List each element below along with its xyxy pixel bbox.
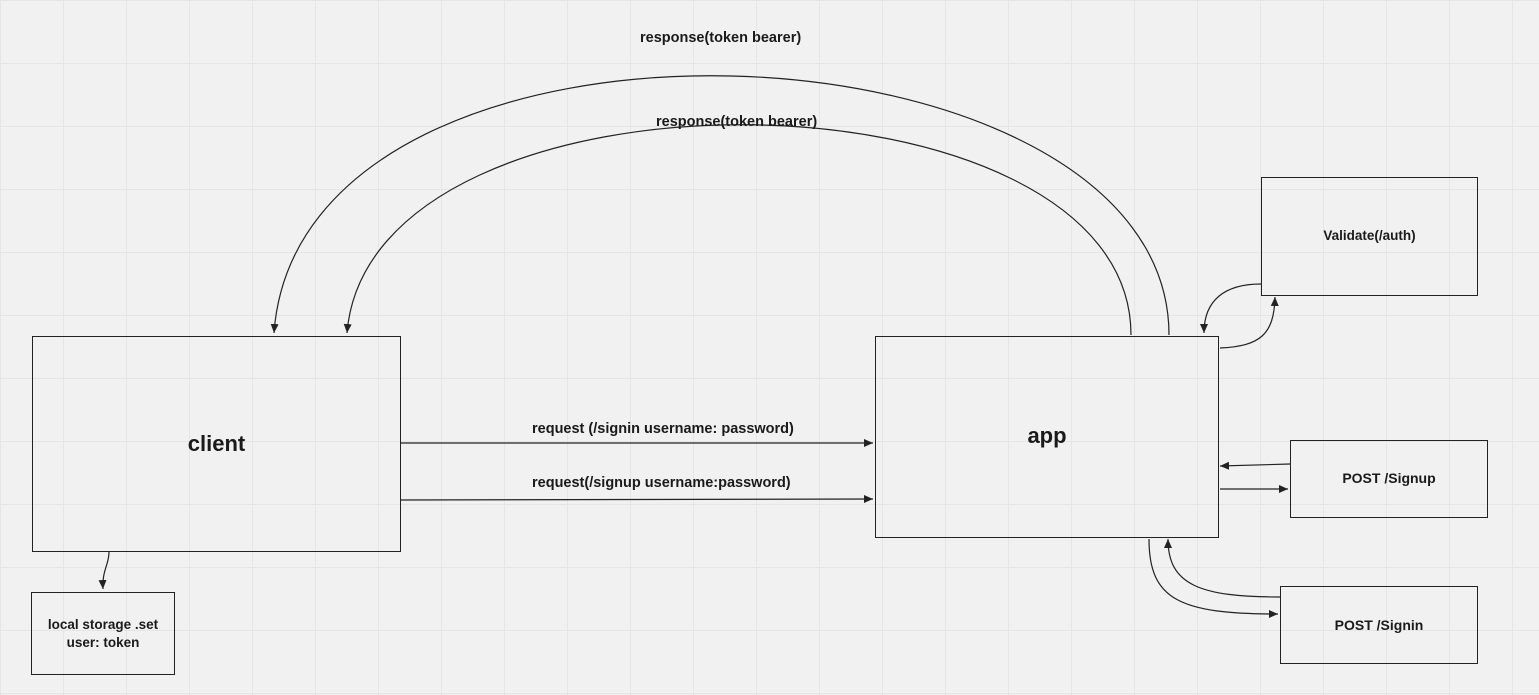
signup-to-app-arrow	[1219, 461, 1291, 470]
request-signup-arrow	[400, 495, 874, 504]
validate-to-app-arrow	[1200, 283, 1262, 334]
response-inner-label: response(token bearer)	[656, 114, 818, 130]
validate-node[interactable]: Validate(/auth)	[1261, 177, 1478, 296]
app-to-validate-arrow	[1219, 296, 1279, 349]
app-label: app	[1027, 423, 1067, 448]
post-signup-node[interactable]: POST /Signup	[1290, 440, 1488, 518]
request-signup-label: request(/signup username:password)	[532, 475, 791, 491]
post-signup-label: POST /Signup	[1342, 470, 1436, 486]
client-to-storage-arrow	[98, 551, 110, 590]
local-storage-node[interactable]: local storage .set user: token	[31, 592, 175, 675]
post-signin-label: POST /Signin	[1334, 617, 1424, 633]
local-storage-label-line1: local storage .set	[47, 616, 159, 632]
response-outer-arrow	[270, 75, 1170, 336]
response-outer-label: response(token bearer)	[640, 30, 802, 46]
response-inner-arrow	[343, 124, 1132, 336]
client-label: client	[187, 431, 246, 456]
client-node[interactable]: client	[32, 336, 401, 552]
request-signin-label: request (/signin username: password)	[532, 421, 794, 437]
app-node[interactable]: app	[875, 336, 1219, 538]
local-storage-label-line2: user: token	[66, 634, 140, 650]
app-to-signin-arrow	[1148, 538, 1279, 618]
signin-to-app-arrow	[1164, 538, 1281, 598]
validate-label: Validate(/auth)	[1323, 228, 1416, 243]
post-signin-node[interactable]: POST /Signin	[1280, 586, 1478, 664]
